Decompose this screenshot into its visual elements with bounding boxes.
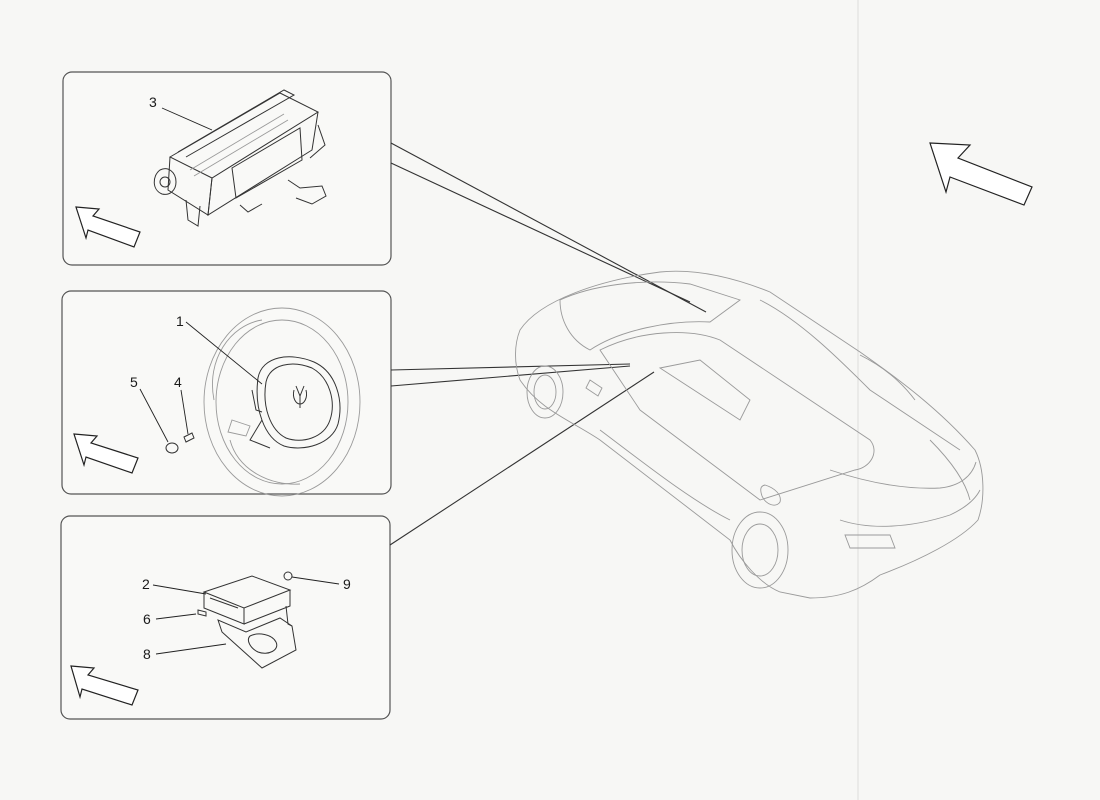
part-number-label: 9: [343, 576, 351, 592]
screw-drawing: [183, 432, 195, 443]
orientation-arrow-icon: [75, 206, 141, 248]
part-number-label: 8: [143, 646, 151, 662]
cap-drawing: [165, 442, 179, 454]
part-number-label: 5: [130, 374, 138, 390]
orientation-arrow-icon: [73, 433, 139, 474]
leader-line: [155, 613, 197, 620]
orientation-arrow-icon: [929, 142, 1033, 206]
leader-line: [180, 389, 189, 435]
steering-wheel-airbag-panel: 1 4 5: [61, 290, 392, 497]
part-number-label: 3: [149, 94, 157, 110]
leader-line: [185, 321, 263, 385]
control-unit-drawing: [197, 571, 297, 669]
callout-lines: [389, 142, 707, 546]
airbag-control-unit-panel: 2 6 8 9: [60, 515, 391, 720]
part-number-label: 1: [176, 313, 184, 329]
car-outline-drawing: [515, 270, 984, 599]
passenger-airbag-panel: 3: [62, 71, 392, 266]
leader-line: [291, 576, 340, 585]
leader-line: [161, 107, 213, 131]
leader-line: [152, 584, 207, 595]
part-number-label: 2: [142, 576, 150, 592]
airbag-module-drawing: [153, 89, 327, 227]
orientation-arrow-icon: [70, 665, 139, 706]
leader-line: [139, 388, 169, 443]
part-number-label: 4: [174, 374, 182, 390]
steering-wheel-drawing: [203, 307, 361, 497]
part-number-label: 6: [143, 611, 151, 627]
leader-line: [155, 643, 227, 655]
